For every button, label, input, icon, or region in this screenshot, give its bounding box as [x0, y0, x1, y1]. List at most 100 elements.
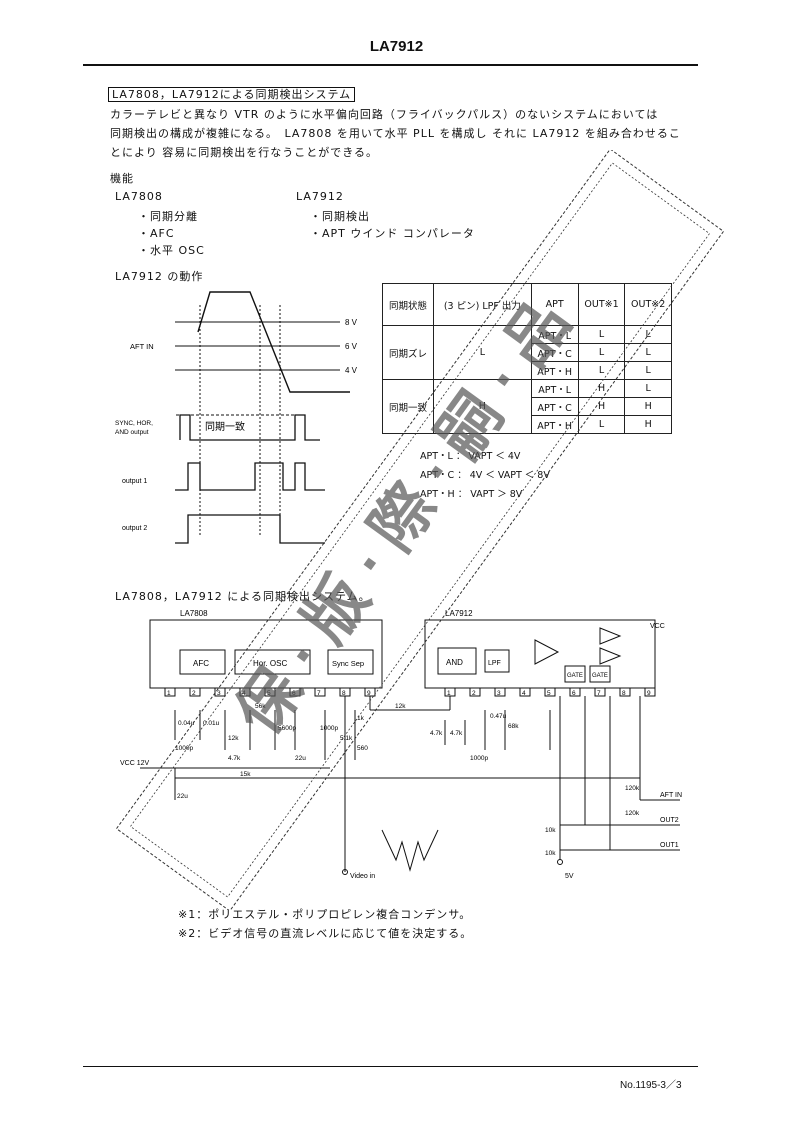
doc-number: No.1195-3／3 [620, 1080, 682, 1091]
functions-col2-item: ・同期検出 [310, 210, 370, 223]
intro-line-2: 同期検出の構成が複雑になる。 LA7808 を用いて水平 PLL を構成し それ… [110, 127, 681, 140]
intro-line-1: カラーテレビと異なり VTR のように水平偏向回路（フライバックパルス）のないシ… [110, 108, 659, 121]
ic1-pin: 8 [342, 690, 346, 697]
functions-heading: 機能 [110, 172, 134, 185]
ic2-pin: 3 [497, 690, 501, 697]
block-sync-sep: Sync Sep [332, 659, 364, 668]
video-in-label: Video in [350, 873, 375, 880]
sync-label-2: AND output [115, 429, 149, 436]
value-label: 1000p [175, 745, 193, 752]
block-hor-osc: Hor. OSC [253, 659, 287, 668]
value-label: 0.04u [178, 720, 195, 727]
ic1-label: LA7808 [180, 609, 208, 618]
value-label: 0.01u [203, 720, 220, 727]
level-4v: 4 V [345, 366, 358, 375]
value-label: 4.7k [430, 730, 443, 737]
value-label: 5600p [278, 725, 296, 732]
out1-label: OUT1 [660, 842, 679, 849]
ic1-pin: 3 [217, 690, 221, 697]
ic2-pin: 7 [597, 690, 601, 697]
block-gate-2: GATE [592, 673, 608, 679]
value-label: 560 [357, 745, 368, 752]
value-label: 5.1k [340, 735, 353, 742]
level-6v: 6 V [345, 342, 358, 351]
five-v-label: 5V [565, 873, 574, 880]
ic2-pin: 4 [522, 690, 526, 697]
th-out2: OUT※2 [624, 283, 672, 326]
sync-label-1: SYNC, HOR, [115, 420, 153, 427]
ic1-pin: 9 [367, 690, 371, 697]
output2-label: output 2 [122, 525, 147, 532]
functions-col1-item: ・AFC [138, 227, 175, 240]
value-label: 56k [255, 703, 266, 710]
value-label: 120k [625, 785, 640, 792]
functions-col1-title: LA7808 [115, 190, 163, 203]
ic1-pin: 4 [242, 690, 246, 697]
timing-diagram: 8 V 6 V 4 V AFT IN SYNC, HOR, AND output… [115, 291, 358, 544]
value-label: 22u [295, 755, 306, 762]
value-label: 1000p [470, 755, 488, 762]
intro-line-3: とにより 容易に同期検出を行なうことができる。 [110, 146, 379, 159]
ic2-pin: 8 [622, 690, 626, 697]
functions-col1-item: ・同期分離 [138, 210, 198, 223]
th-lpf: (3 ピン) LPF 出力 [433, 283, 532, 326]
functions-col2-item: ・APT ウインド コンパレータ [310, 227, 475, 240]
ic2-pin: 6 [572, 690, 576, 697]
ic2-pin: 5 [547, 690, 551, 697]
value-label: 68k [508, 723, 519, 730]
footer-rule [83, 1066, 698, 1067]
ic2-label: LA7912 [445, 609, 473, 618]
value-label: 120k [625, 810, 640, 817]
block-lpf: LPF [488, 660, 501, 667]
value-label: 10k [545, 850, 556, 857]
page-title: LA7912 [369, 38, 424, 55]
block-afc: AFC [193, 659, 209, 668]
level-8v: 8 V [345, 318, 358, 327]
value-label: 12k [395, 703, 406, 710]
intro-heading: LA7808，LA7912による同期検出システム [108, 86, 356, 102]
ic1-pin: 5 [267, 690, 271, 697]
value-label: 4.7k [228, 755, 241, 762]
block-and: AND [446, 658, 463, 667]
value-label: 15k [240, 771, 251, 778]
ic2-pin: 2 [472, 690, 476, 697]
value-label: 12k [228, 735, 239, 742]
ic1-pin: 2 [192, 690, 196, 697]
condition-2: APT・C ： 4V ＜ VAPT ＜ 8V [420, 470, 550, 481]
output1-label: output 1 [122, 478, 147, 485]
cell-apt: APT・H [530, 415, 579, 434]
th-out1: OUT※1 [577, 283, 626, 326]
ic2-pin: 9 [647, 690, 651, 697]
vcc-label: VCC [650, 623, 665, 630]
watermark-stamp: 保 ∙ 版 ∙ 際 ∙ 嗣 ∙ 品 [115, 150, 725, 910]
functions-col1-item: ・水平 OSC [138, 244, 205, 257]
header-rule [83, 64, 698, 66]
ic2-pin: 1 [447, 690, 451, 697]
condition-3: APT・H ： VAPT ＞ 8V [420, 489, 523, 500]
th-state: 同期状態 [381, 283, 435, 326]
group-state: 同期ズレ [381, 325, 435, 380]
system-schematic: LA7808 LA7912 AFC Hor. OSC Sync Sep AND … [120, 609, 682, 880]
block-gate-1: GATE [567, 673, 583, 679]
aft-in-label: AFT IN [660, 792, 682, 799]
system-heading: LA7808，LA7912 による同期検出システム。 [115, 590, 371, 603]
operation-heading: LA7912 の動作 [115, 270, 204, 283]
value-label: 1k [357, 715, 365, 722]
watermark-text: 保 ∙ 版 ∙ 際 ∙ 嗣 ∙ 品 [224, 289, 584, 748]
note-1: ※1：ポリエステル・ポリプロピレン複合コンデンサ。 [178, 908, 472, 921]
ic1-pin: 7 [317, 690, 321, 697]
functions-col2-title: LA7912 [296, 190, 344, 203]
value-label: 22u [177, 793, 188, 800]
sync-text-mid: 同期一致 [205, 420, 245, 433]
vcc12-label: VCC 12V [120, 760, 150, 767]
condition-1: APT・L ： VAPT ＜ 4V [420, 451, 521, 462]
note-2: ※2：ビデオ信号の直流レベルに応じて値を決定する。 [178, 927, 473, 940]
ic1-pin: 6 [292, 690, 296, 697]
ic1-pin: 1 [167, 690, 171, 697]
value-label: 10k [545, 827, 556, 834]
value-label: 1000p [320, 725, 338, 732]
cell-out2: H [624, 415, 672, 434]
value-label: 0.47u [490, 713, 507, 720]
out2-label: OUT2 [660, 817, 679, 824]
